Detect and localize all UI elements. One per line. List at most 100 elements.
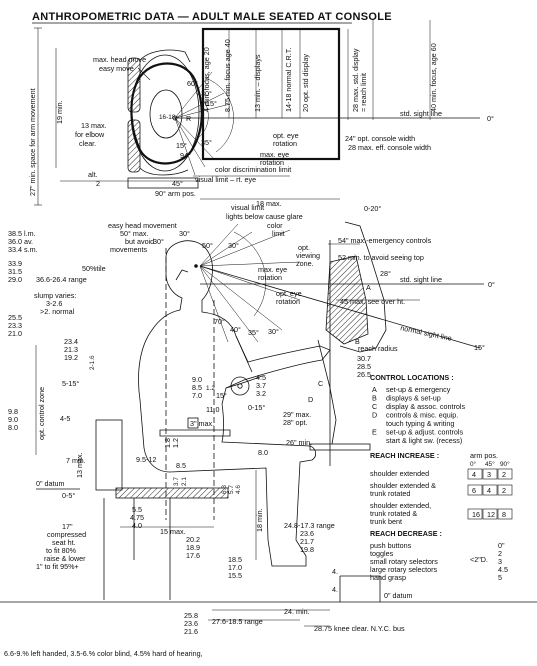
reach-30-7: 30.7 [357, 354, 371, 363]
normal-crt-label: 14-18 normal C.R.T. [284, 48, 293, 112]
reach-increase-label: shoulder extended, [370, 501, 431, 510]
mid-18-min: 18 min. [255, 508, 264, 532]
seat-compressed: compressed [47, 530, 86, 539]
control-key: A [372, 385, 377, 394]
control-location-item: set-up & emergency [386, 385, 451, 394]
angle-0-15: 0-15° [248, 403, 265, 412]
side-30-label: 30° [228, 241, 239, 250]
seat-raise: raise & lower [44, 554, 86, 563]
h-8-0: 8.0 [8, 423, 18, 432]
elbow-clear-label-3: clear. [79, 139, 96, 148]
focus-age40-label: 8.75 min. focus age 40 [223, 39, 232, 112]
control-locations-heading: CONTROL LOCATIONS : [370, 373, 454, 382]
reach-increase-cell [497, 468, 513, 480]
opt-eye-rot-plan-2: rotation [273, 139, 297, 148]
angle-30-label: 30° [201, 89, 212, 98]
visual-limit-side-label: visual limit [231, 203, 264, 212]
mid-17-6: 17.6 [186, 551, 200, 560]
plan-view: 27" min. space for arm movement 19 min. … [28, 20, 494, 208]
reach-increase-cell [482, 508, 498, 520]
mid-3-7: 3.7 [256, 381, 266, 390]
reach-increase-value: 4 [472, 470, 476, 479]
arm-space-label: 27" min. space for arm movement [28, 88, 37, 196]
max-50-label: 50° max. [120, 229, 148, 238]
control-location-item: set-up & adjust. controls [386, 428, 464, 437]
angle-35-label: 35° [201, 138, 212, 147]
arm-pos-heading: arm pos. [470, 451, 498, 460]
seated-figure [138, 240, 331, 567]
reach-increase-value: 8 [502, 510, 506, 519]
opt-view-zone-2: viewing [296, 251, 320, 260]
slump-label-3: >2. normal [40, 307, 75, 316]
reach-increase-table: REACH INCREASE : arm pos. 0°45°90° shoul… [370, 451, 513, 526]
mid-20-2: 20.2 [186, 535, 200, 544]
eye-h2-b: 31.5 [8, 267, 22, 276]
opt-console-width-label: 24" opt. console width [345, 134, 415, 143]
diagram-title: ANTHROPOMETRIC DATA — ADULT MALE SEATED … [32, 11, 392, 23]
chair-seat [115, 487, 229, 499]
head-30b-label: 30° [179, 229, 190, 238]
mid-15-max: 15 max. [160, 527, 186, 536]
but-avoid-label: but avoid [125, 237, 154, 246]
mid-15deg: 15° [216, 391, 227, 400]
control-key: C [372, 402, 377, 411]
bot-23-6: 23.6 [184, 619, 198, 628]
h-9-0: 9.0 [8, 415, 18, 424]
eye-h2-a: 33.9 [8, 259, 22, 268]
dim-4-5: 4-5 [60, 414, 70, 423]
side-opt-eye-1: opt. eye [276, 289, 302, 298]
reach-increase-label: trunk rotated [370, 489, 410, 498]
see-over-label: 45 max. see over ht. [340, 297, 405, 306]
avoid-top-label: 52 min. to avoid seeing top [338, 253, 424, 262]
mid-17-0: 17.0 [228, 563, 242, 572]
datum-bottom: 0" datum [384, 591, 413, 600]
reach-decrease-label: small rotary selectors [370, 557, 438, 566]
mid-5-5: 5.5 [132, 505, 142, 514]
reach-decrease-value: 0" [498, 541, 505, 550]
angle-45-label: 45° [172, 179, 183, 188]
reach-radius-label: reach radius [358, 344, 398, 353]
side-0deg-label: 0° [488, 280, 495, 289]
elbow-clear-label-2: for elbow [75, 130, 105, 139]
reach-increase-cell [467, 484, 483, 496]
bottom-4a: 4. [332, 567, 338, 576]
range-24-8: 24.8-17.3 range [284, 521, 335, 530]
reach-increase-value: 3 [487, 470, 491, 479]
upper-c: 19.2 [64, 353, 78, 362]
reach-increase-heading: REACH INCREASE : [370, 451, 439, 460]
reach-decrease-label: large rotary selectors [370, 565, 438, 574]
head-30a-label: 30° [153, 237, 164, 246]
reach-28-5: 28.5 [357, 362, 371, 371]
angle-94-label: 94° [180, 151, 191, 160]
eye-h1-sm: 33.4 s.m. [8, 245, 38, 254]
reach-increase-value: 6 [472, 486, 476, 495]
glare-label: lights below cause glare [226, 212, 303, 221]
reach-increase-label: shoulder extended & [370, 481, 436, 490]
reach-limit-label-1: 28 max. std. display [351, 48, 360, 112]
head-r-label: R [186, 114, 191, 123]
bottom-4b: 4. [332, 585, 338, 594]
loc-a-label: A [366, 283, 371, 292]
reach-decrease-heading: REACH DECREASE : [370, 529, 442, 538]
footer-note: 6.6-9.% left handed, 3.5-6.% color blind… [4, 649, 203, 658]
body-outline [138, 240, 331, 567]
seat-fit80: to fit 80% [46, 546, 77, 555]
shoulder-b: 23.3 [8, 321, 22, 330]
mid-9-5-12: 9.5-12 [136, 455, 156, 464]
loc-d-label: D [308, 395, 313, 404]
control-location-item: displays & set-up [386, 394, 441, 403]
mid-8-5b: 8.5 [176, 461, 186, 470]
angle-60-label: 60° [187, 79, 198, 88]
reach-increase-cell [467, 508, 483, 520]
slump-label-2: 3-2.6 [46, 299, 62, 308]
visual-limit-rt-label: visual limit – rt. eye [195, 175, 256, 184]
eye-h2-c: 29.0 [8, 275, 22, 284]
mid-7-0: 7.0 [192, 391, 202, 400]
reach-decrease-label: hand grasp [370, 573, 406, 582]
normal-sight-label: normal sight line [400, 323, 453, 343]
ht-26-min: 26" min. [286, 438, 312, 447]
angle-28-label: 28° [380, 269, 391, 278]
reach-increase-value: 2 [502, 486, 506, 495]
